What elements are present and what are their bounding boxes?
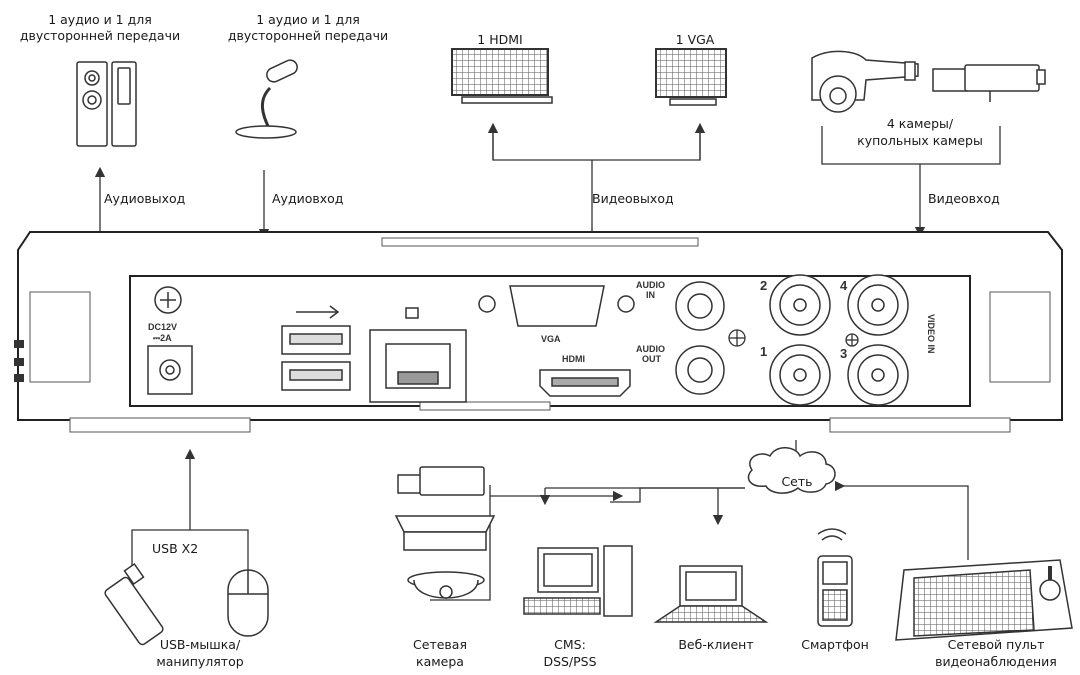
video-in-label: Видеовход bbox=[928, 191, 1000, 206]
network-label: Сеть bbox=[781, 474, 813, 489]
hdmi-port-icon bbox=[539, 369, 631, 397]
ipcam-label-2: камера bbox=[416, 654, 464, 669]
ipcam-label-1: Сетевая bbox=[413, 637, 467, 652]
usb-bracket bbox=[131, 529, 249, 570]
laptop-icon bbox=[653, 565, 769, 623]
usb-ports-icon bbox=[281, 305, 351, 391]
control-keyboard-icon bbox=[895, 559, 1073, 641]
cms-label-2: DSS/PSS bbox=[543, 654, 597, 669]
smartphone-label: Смартфон bbox=[801, 637, 869, 652]
ip-bullet-camera-icon bbox=[397, 466, 485, 496]
ground-symbol-icon bbox=[728, 329, 746, 347]
audio-in-tag-2: IN bbox=[646, 290, 655, 300]
keyboard-label-2: видеонаблюдения bbox=[935, 654, 1057, 669]
cms-desktop-icon bbox=[523, 545, 633, 617]
smartphone-icon bbox=[817, 528, 853, 627]
audio-out-label: Аудиовыход bbox=[104, 191, 186, 206]
hdmi-monitor-icon bbox=[451, 48, 553, 104]
audio-out-tag-1: AUDIO bbox=[636, 344, 665, 354]
dome-camera-icon bbox=[811, 50, 919, 113]
bnc-input-3 bbox=[847, 344, 909, 406]
ip-dome-camera-icon bbox=[407, 571, 485, 599]
power-jack-icon bbox=[147, 345, 193, 395]
bullet-camera-icon bbox=[932, 64, 1046, 102]
bnc-number-2: 2 bbox=[760, 278, 767, 293]
video-out-label: Видеовыход bbox=[592, 191, 674, 206]
network-lines bbox=[430, 440, 969, 601]
audio-out-tag-2: OUT bbox=[642, 354, 662, 364]
cms-label-1: CMS: bbox=[554, 637, 586, 652]
microphone-icon bbox=[235, 59, 298, 139]
lan-port-icon bbox=[369, 307, 467, 403]
vga-monitor-label: 1 VGA bbox=[675, 32, 715, 47]
bnc-number-3: 3 bbox=[840, 346, 847, 361]
speaker-icon bbox=[76, 61, 137, 147]
bnc-ground-icon bbox=[845, 333, 859, 347]
vga-port-icon bbox=[478, 285, 635, 327]
vga-tag: VGA bbox=[541, 334, 561, 344]
video-out-arrows bbox=[487, 122, 706, 236]
mouse-label-1: USB-мышка/ bbox=[159, 637, 241, 652]
mouse-icon bbox=[227, 569, 269, 637]
audio-out-jack-icon bbox=[675, 345, 725, 395]
dvr-rear-panel bbox=[14, 231, 1063, 433]
audio-in-jack-icon bbox=[675, 281, 725, 331]
bnc-input-1 bbox=[769, 344, 831, 406]
ip-box-camera-icon bbox=[394, 515, 496, 551]
mouse-label-2: манипулятор bbox=[156, 654, 244, 669]
usb-label: USB X2 bbox=[152, 541, 199, 556]
vga-monitor-icon bbox=[655, 48, 727, 106]
audio-in-label: Аудиовход bbox=[272, 191, 344, 206]
web-client-label: Веб-клиент bbox=[678, 637, 754, 652]
audio-in-tag-1: AUDIO bbox=[636, 280, 665, 290]
power-tag-1: DC12V bbox=[148, 322, 177, 332]
ground-screw-icon bbox=[154, 286, 182, 314]
bnc-input-2 bbox=[769, 274, 831, 336]
hdmi-monitor-label: 1 HDMI bbox=[477, 32, 523, 47]
cameras-label-2: купольных камеры bbox=[857, 133, 983, 148]
hdmi-tag: HDMI bbox=[562, 354, 585, 364]
microphone-label: 1 аудио и 1 для двусторонней передачи bbox=[227, 12, 389, 43]
cloud-icon bbox=[747, 447, 836, 494]
cameras-label-1: 4 камеры/ bbox=[886, 116, 954, 131]
video-in-arrows bbox=[821, 126, 1001, 238]
speaker-label: 1 аудио и 1 для двусторонней передачи bbox=[19, 12, 181, 43]
power-tag-2: ⎓2A bbox=[153, 333, 172, 343]
video-in-tag: VIDEO IN bbox=[926, 314, 936, 354]
keyboard-label-1: Сетевой пульт bbox=[947, 637, 1045, 652]
bnc-number-1: 1 bbox=[760, 344, 767, 359]
usb-flash-drive-icon bbox=[104, 562, 164, 646]
bnc-number-4: 4 bbox=[840, 278, 848, 293]
bnc-input-4 bbox=[847, 274, 909, 336]
